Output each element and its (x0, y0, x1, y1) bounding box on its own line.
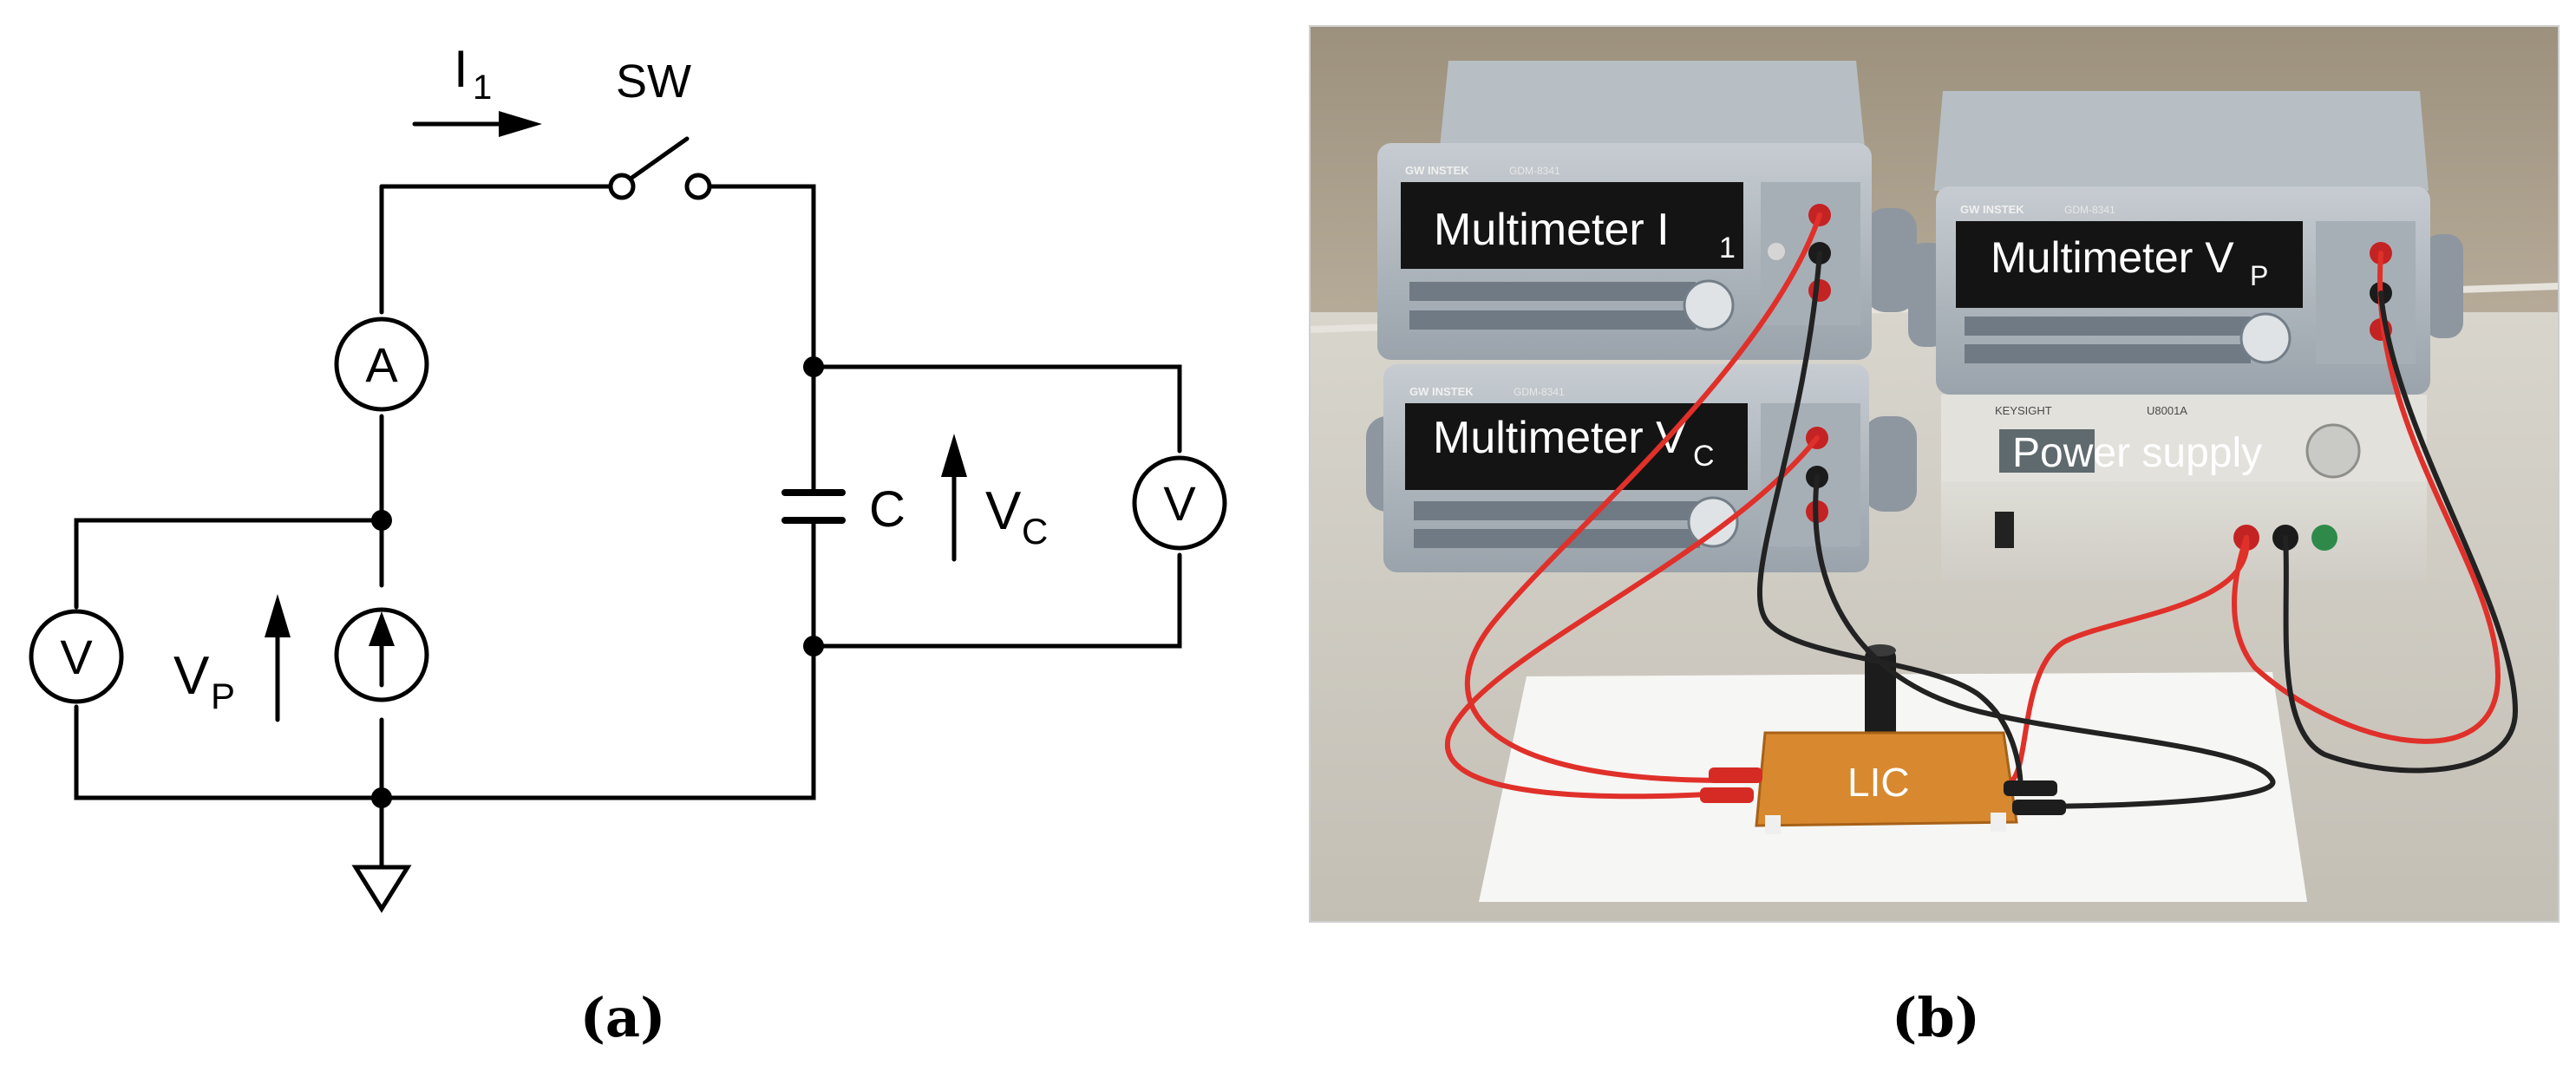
meter-vp-knob (2239, 312, 2292, 364)
pcb-board (1755, 731, 2018, 827)
multimeter-i1: GW INSTEK GDM-8341 Multimeter I 1 (1377, 61, 1917, 360)
meter-i1-handle-right (1865, 208, 1917, 312)
meter-i1-top (1440, 61, 1865, 147)
junction-dot (803, 356, 824, 377)
switch-blade (628, 136, 690, 181)
wire-cap-branch (379, 364, 816, 800)
psu-label: Power supply (2012, 430, 2262, 476)
junction-dot (371, 510, 392, 531)
meter-i1-knob (1683, 279, 1735, 331)
wire-black (1813, 474, 2276, 809)
wire-red (2232, 251, 2501, 744)
meter-i1-button-row (1409, 310, 1696, 330)
capacitor-plates (781, 489, 846, 524)
meter-vp-handle-right (2424, 234, 2463, 338)
wire-black (1756, 251, 2024, 796)
photo-frame (1309, 25, 2560, 923)
experiment-photo: GW INSTEK GDM-8341 Multimeter I 1 GW INS… (1309, 25, 2560, 923)
meter-i1-model: GDM-8341 (1509, 165, 1560, 177)
wire-voltmeter-p (74, 518, 384, 800)
clip-black (2004, 780, 2057, 796)
meter-vp-button-row (1965, 317, 2251, 336)
meter-vc-button-row (1414, 529, 1700, 548)
meter-vc-button-row (1414, 501, 1700, 520)
circuit-marks (265, 111, 967, 808)
meter-vp-label: Multimeter V (1991, 233, 2234, 282)
capacitor-label: C (869, 481, 906, 538)
vp-label: V (173, 646, 210, 706)
circuit-schematic (29, 121, 1227, 913)
psu-brand: KEYSIGHT (1995, 404, 2052, 417)
wire-voltmeter-c (811, 364, 1182, 649)
voltmeter-p-symbol: V (60, 630, 93, 684)
meter-i1-label: Multimeter I (1434, 205, 1670, 255)
psu-knob (2305, 423, 2361, 479)
alligator-clips (1700, 767, 2066, 815)
lic-capacitor-body (1865, 649, 1896, 746)
junction-dot (803, 636, 824, 656)
lic-label: LIC (1847, 760, 1910, 805)
ammeter (334, 317, 429, 412)
meter-vc-display (1405, 403, 1748, 490)
voltmeter-p (29, 609, 124, 704)
wire-red (2010, 535, 2250, 783)
voltmeter-c-symbol: V (1163, 476, 1196, 531)
meter-i1-button-row (1409, 282, 1696, 301)
switch-label: SW (616, 56, 691, 108)
pcb-standoff (1991, 813, 2006, 832)
meter-i1-brand: GW INSTEK (1405, 164, 1469, 177)
junction-dot (371, 787, 392, 808)
meter-vc-knob (1687, 496, 1739, 548)
switch-contact-right (684, 173, 712, 200)
meter-vp-display (1956, 221, 2303, 308)
psu-terminal-green (2311, 525, 2337, 551)
ground-symbol (351, 865, 412, 913)
meter-vc-brand: GW INSTEK (1409, 385, 1474, 398)
meter-i1-jack-red (1808, 279, 1831, 302)
caption-b: (b) (1892, 986, 1980, 1049)
clip-black (2012, 800, 2066, 815)
pcb-standoff (1765, 815, 1781, 834)
psu-model: U8001A (2147, 404, 2187, 417)
current-subscript: 1 (473, 69, 492, 107)
meter-vc-label-sub: C (1693, 440, 1715, 473)
meter-vc-model: GDM-8341 (1514, 386, 1565, 398)
power-supply: KEYSIGHT U8001A Power supply (1941, 395, 2427, 581)
vc-label: V (985, 481, 1022, 541)
clip-red (1709, 767, 1762, 783)
switch-contact-left (608, 173, 636, 200)
vc-subscript: C (1022, 511, 1048, 552)
meter-i1-label-sub: 1 (1719, 232, 1736, 264)
wire-red (1444, 435, 1820, 800)
meter-vc-label: Multimeter V (1433, 413, 1686, 463)
meter-i1-display (1401, 182, 1743, 269)
meter-vp-model: GDM-8341 (2064, 204, 2115, 216)
i1-arrow-head (499, 111, 542, 137)
current-label: I (454, 40, 468, 98)
meter-vc-handle-right (1863, 416, 1917, 512)
wire-red (1464, 212, 1822, 783)
vp-arrow-head (265, 594, 291, 637)
meter-vp-label-sub: P (2250, 260, 2268, 291)
meter-vp-top (1934, 91, 2429, 191)
meter-vp-button-row (1965, 344, 2251, 363)
voltmeter-c (1132, 455, 1227, 551)
psu-display (1999, 429, 2095, 473)
wire-black (2283, 291, 2519, 774)
ammeter-symbol: A (365, 337, 398, 392)
clip-red (1700, 787, 1754, 803)
vp-subscript: P (211, 676, 235, 716)
meter-i1-jack-silver (1768, 243, 1785, 260)
test-leads (1444, 212, 2519, 809)
source-arrow-head (369, 611, 395, 646)
meter-vp-brand: GW INSTEK (1960, 203, 2024, 216)
multimeter-vc: GW INSTEK GDM-8341 Multimeter V C (1366, 364, 1917, 572)
multimeter-vp: GW INSTEK GDM-8341 Multimeter V P (1908, 91, 2463, 395)
vc-arrow-head (941, 434, 967, 477)
caption-a: (a) (580, 986, 666, 1049)
wire-top-right (379, 184, 816, 369)
psu-switch (1995, 512, 2014, 548)
meter-vp-terminal-panel (2316, 221, 2416, 364)
